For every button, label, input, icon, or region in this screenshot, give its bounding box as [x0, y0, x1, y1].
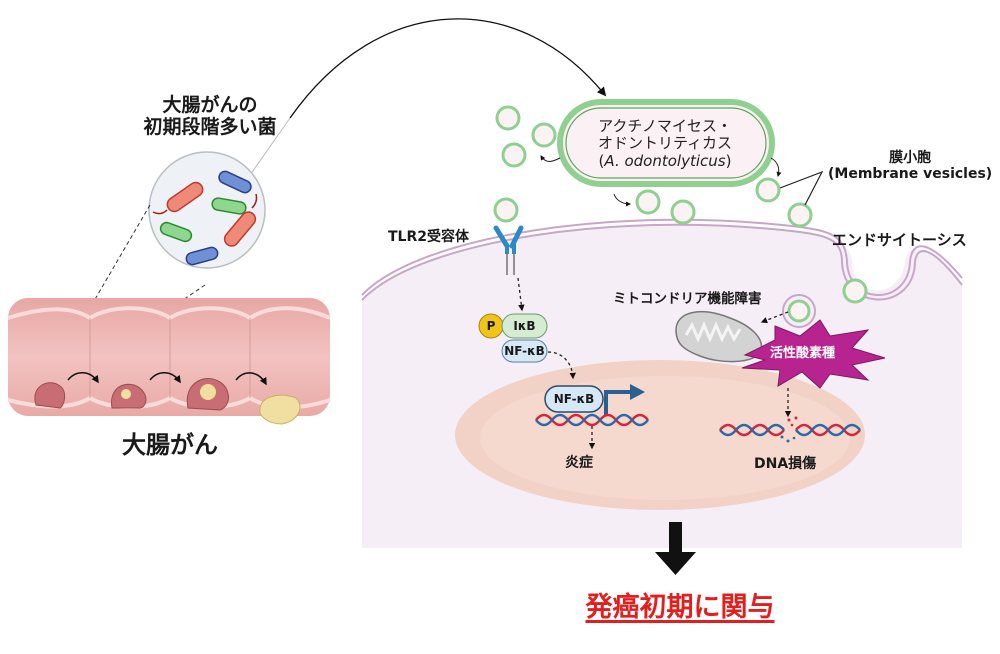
- nuclear-nfkb-label: NF-κB: [553, 392, 595, 406]
- ikb-label: IκB: [513, 319, 536, 333]
- inflammation-label: 炎症: [565, 455, 593, 471]
- nuclear-nfkb-pill: [544, 385, 604, 413]
- magnify-line: [247, 117, 291, 179]
- species-name-line2: オドントリティカス: [597, 134, 733, 153]
- dna-helix-left: [535, 413, 649, 427]
- conclusion-label: 発癌初期に関与: [585, 592, 775, 623]
- colon-illustration: [7, 298, 331, 425]
- mitochondrial-dysfunction-label: ミトコンドリア機能障害: [613, 291, 762, 307]
- dna-break-fragments: [787, 416, 798, 427]
- bacteria-caption-line2: 初期段階多い菌: [143, 115, 277, 138]
- bacteria-caption: 大腸がんの 初期段階多い菌: [100, 94, 320, 139]
- release-arrow: [770, 157, 782, 177]
- signal-arrow: [517, 277, 525, 312]
- nfkb-pill: [501, 339, 548, 363]
- transcription-arrow-icon: [604, 390, 632, 415]
- vesicle-to-mito-arrow: [760, 311, 789, 324]
- endocytosis-label: エンドサイトーシス: [832, 231, 967, 249]
- species-name: アクチノマイセス・ オドントリティカス (A. odontolyticus): [560, 117, 770, 170]
- transfer-arc-arrow: [289, 18, 607, 119]
- ros-burst: [741, 319, 886, 389]
- dna-helix-right: [719, 423, 861, 437]
- tlr2-receptor-label: TLR2受容体: [388, 229, 469, 245]
- ikb-pill: [501, 313, 548, 339]
- magnified-bacteria-view: [148, 151, 266, 269]
- ros-label: 活性酸素種: [770, 346, 836, 361]
- vesicle-pointer: [779, 170, 824, 206]
- release-arrow: [613, 193, 631, 207]
- species-name-line1: アクチノマイセス・: [598, 117, 732, 135]
- nfkb-label: NF-κB: [504, 344, 545, 358]
- translocation-arrow: [547, 351, 576, 380]
- release-arrow: [540, 155, 561, 162]
- membrane-vesicles: [493, 105, 868, 323]
- dna-damage-label: DNA損傷: [754, 456, 817, 472]
- species-latin-name: (A. odontolyticus): [598, 151, 732, 170]
- colon-cancer-label: 大腸がん: [122, 431, 218, 459]
- phospho-label: P: [486, 319, 496, 333]
- result-down-arrow: [655, 522, 696, 575]
- bacteria-caption-line1: 大腸がんの: [162, 94, 258, 116]
- tlr2-receptor: [493, 225, 524, 275]
- membrane-vesicles-label: 膜小胞 (Membrane vesicles): [828, 150, 993, 183]
- endosome: [782, 294, 816, 328]
- bacterium-a-odontolyticus: [557, 99, 775, 187]
